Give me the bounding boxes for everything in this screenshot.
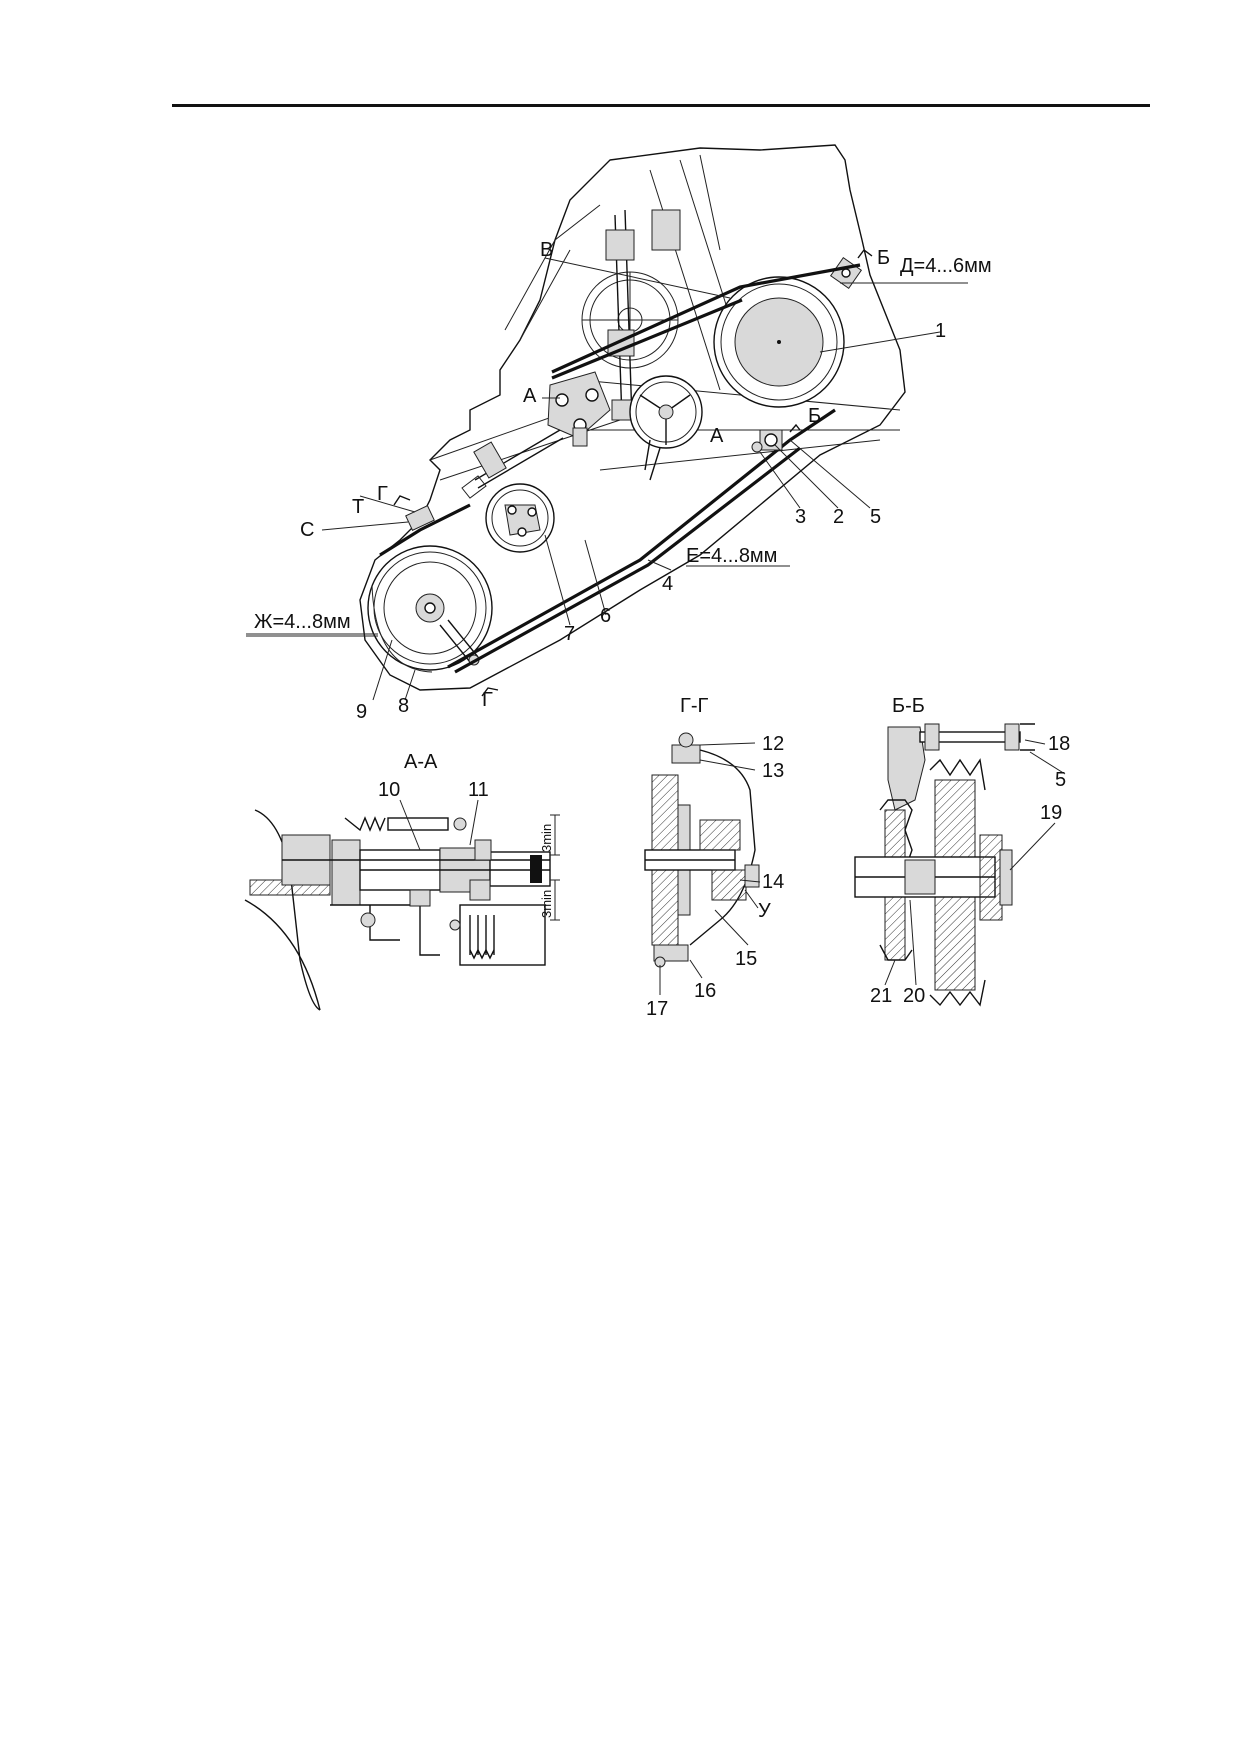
leader-17: 17: [646, 998, 668, 1020]
leader-5-BB: 5: [1055, 769, 1066, 791]
bracket-T: [405, 505, 435, 531]
leader-1: 1: [935, 320, 946, 342]
dim-3min-top: 3min: [539, 824, 554, 852]
leader-lines: [246, 257, 968, 701]
header-rule: [172, 104, 1150, 107]
label-A-mid: А: [710, 425, 724, 447]
dim-D: Д=4...6мм: [900, 255, 992, 277]
section-BB: Б-Б 18: [854, 695, 1070, 1007]
label-U: У: [758, 900, 771, 922]
leader-19: 19: [1040, 802, 1062, 824]
leader-6: 6: [600, 605, 611, 627]
leader-16: 16: [694, 980, 716, 1002]
section-GG: Г-Г 12 13: [644, 695, 784, 1020]
section-BB-title: Б-Б: [892, 695, 925, 717]
main-view: В Б Д=4...6мм 1 А А Б 3 2 5 Т Г С Е=4...…: [246, 144, 992, 723]
label-S: С: [300, 519, 314, 541]
leader-2: 2: [833, 506, 844, 528]
leader-7: 7: [564, 623, 575, 645]
leader-15: 15: [735, 948, 757, 970]
leader-21: 21: [870, 985, 892, 1007]
dim-Zh: Ж=4...8мм: [254, 611, 351, 633]
pulley-1: [713, 276, 845, 408]
section-AA: А-А: [244, 751, 560, 1011]
label-T: Т: [352, 496, 364, 518]
belt-upper: [551, 263, 861, 380]
leader-20: 20: [903, 985, 925, 1007]
leader-13: 13: [762, 760, 784, 782]
leader-11: 11: [468, 779, 489, 801]
dim-3min-bot: 3min: [539, 890, 554, 918]
tension-plate: [547, 371, 611, 439]
leader-14: 14: [762, 871, 784, 893]
bracket-B-top: [829, 256, 863, 290]
tensioner-2-3: [751, 429, 783, 453]
leader-10: 10: [378, 779, 400, 801]
leader-4: 4: [662, 573, 673, 595]
leader-5: 5: [870, 506, 881, 528]
label-G-bot: Г: [482, 689, 493, 711]
leader-8: 8: [398, 695, 409, 717]
label-V: В: [540, 239, 553, 261]
section-GG-title: Г-Г: [680, 695, 708, 717]
leader-9: 9: [356, 701, 367, 723]
leader-3: 3: [795, 506, 806, 528]
spring-rods: [461, 427, 588, 499]
pulley-8: [367, 545, 493, 671]
leader-12: 12: [762, 733, 784, 755]
housing-outline: [359, 144, 906, 691]
dim-E: Е=4...8мм: [686, 545, 777, 567]
label-B-mid: Б: [808, 405, 821, 427]
belt-lower: [371, 408, 836, 674]
label-B-top: Б: [877, 247, 890, 269]
leader-18: 18: [1048, 733, 1070, 755]
idler-7: [485, 483, 555, 553]
section-AA-title: А-А: [404, 751, 438, 773]
label-G-top: Г: [377, 483, 388, 505]
label-A-left: А: [523, 385, 537, 407]
spoked-wheel: [629, 375, 703, 481]
